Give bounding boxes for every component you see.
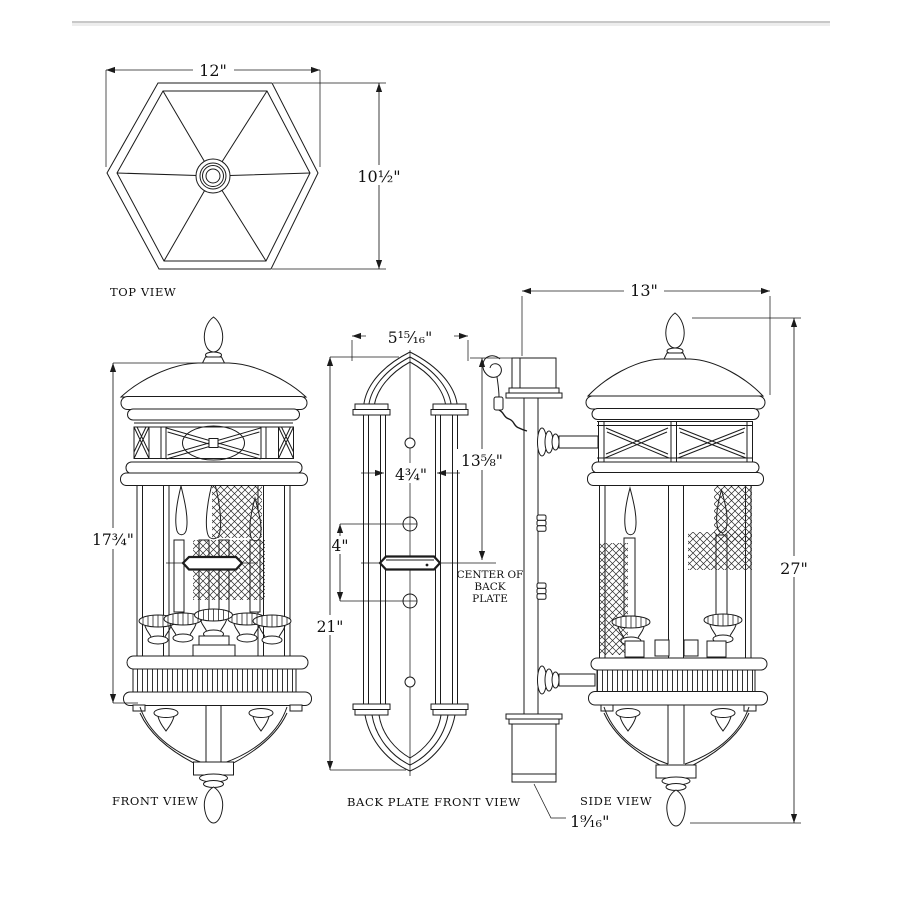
side-wall-plate <box>505 357 563 783</box>
note-line-2: BACK <box>474 581 505 593</box>
dim-overall-height-text: 27" <box>780 559 808 578</box>
note-center-of-back-plate: CENTER OF BACK PLATE <box>457 569 524 605</box>
mounting-arm-lower <box>537 665 596 695</box>
scroll-drop <box>248 708 274 732</box>
dim-backplate-inner-width-text: 4¾" <box>395 466 427 484</box>
dim-front-height: 17¾" <box>90 362 199 704</box>
candle-flame <box>624 486 637 536</box>
dim-backplate-width-text: 5¹⁵⁄₁₆" <box>388 329 432 347</box>
candle-socket <box>252 614 292 645</box>
dim-top-depth-text: 10½" <box>357 167 400 186</box>
cage-x-brace <box>677 427 747 459</box>
base-band <box>126 655 309 670</box>
dim-side-width-text: 13" <box>630 281 658 300</box>
mounting-bolt <box>536 582 547 600</box>
mounting-arm-upper <box>537 427 599 457</box>
front-view <box>119 316 312 824</box>
scroll-drop <box>615 708 641 732</box>
bottom-finial <box>193 761 234 824</box>
mid-band <box>125 461 303 474</box>
finial-ring-inner <box>202 165 224 187</box>
lattice-x-post <box>278 426 294 459</box>
dim-side-width: 13" <box>521 280 771 395</box>
lattice-x-post <box>133 426 150 459</box>
lattice-glass <box>688 532 752 570</box>
front-cage-section <box>133 422 294 463</box>
mounting-hole <box>404 676 416 688</box>
scroll-drop <box>710 708 736 732</box>
candle-socket-center <box>194 608 233 639</box>
front-scroll-bottom <box>132 704 303 824</box>
side-cage-section <box>597 421 753 463</box>
dim-top-depth: 10½" <box>272 82 403 270</box>
dim-backplate-hole-spacing-text: 4" <box>332 537 349 555</box>
finial-ring-outer <box>195 158 231 194</box>
note-line-1: CENTER OF <box>457 569 524 581</box>
front-roof <box>119 362 308 398</box>
roof-spokes <box>116 90 311 262</box>
note-line-3: PLATE <box>472 593 508 605</box>
side-roof <box>586 358 765 397</box>
side-glass-section <box>599 485 752 659</box>
lattice-glass <box>212 486 262 538</box>
ribbed-band <box>132 668 297 693</box>
roof-rim-band <box>127 408 300 421</box>
top-divider-line <box>72 21 830 23</box>
bottom-finial <box>655 764 697 827</box>
dim-backplate-depth: 1⁹⁄₁₆" <box>533 783 609 831</box>
dim-top-width: 12" <box>105 61 321 167</box>
mid-band <box>591 461 760 474</box>
base-band <box>588 691 768 706</box>
dim-top-width-text: 12" <box>199 61 227 80</box>
side-view <box>482 312 768 827</box>
dim-backplate-hole-spacing: 4" <box>329 523 417 602</box>
top-divider-shadow <box>72 23 830 26</box>
scroll-drop <box>153 708 179 732</box>
base-band <box>590 657 768 671</box>
top-finial <box>663 312 687 360</box>
hexagon-roof-outer <box>106 82 319 270</box>
mid-band <box>587 472 764 486</box>
dim-backplate-height: 21" <box>313 356 406 771</box>
label-top-view: TOP VIEW <box>110 285 176 299</box>
finial-ring-center <box>205 168 221 184</box>
roof-rim-band <box>120 396 308 410</box>
dim-overall-height: 27" <box>690 317 814 824</box>
side-scroll-bottom <box>600 704 757 827</box>
dim-backplate-inner-width: 4¾" <box>361 463 460 484</box>
mounting-bolt <box>536 514 547 532</box>
roof-rim-band <box>591 408 760 420</box>
chain <box>498 409 528 432</box>
label-front-view: FRONT VIEW <box>112 794 199 808</box>
ribbed-band <box>596 669 756 693</box>
label-side-view: SIDE VIEW <box>580 794 652 808</box>
dim-backplate-width: 5¹⁵⁄₁₆" <box>351 324 469 361</box>
mounting-crossbar-front <box>181 555 244 571</box>
dim-backplate-height-text: 21" <box>317 618 344 636</box>
candle-socket <box>703 613 743 644</box>
backplate-view <box>352 350 496 776</box>
base-band <box>123 691 312 706</box>
front-glass-section <box>136 477 292 658</box>
candle-flame <box>175 485 188 536</box>
dim-front-height-text: 17¾" <box>92 531 134 549</box>
cage-x-brace <box>604 427 670 459</box>
dim-backplate-depth-text: 1⁹⁄₁₆" <box>570 812 609 831</box>
mounting-crossbar <box>378 555 442 571</box>
roof-rim-band <box>585 395 766 410</box>
mounting-hole <box>404 437 416 449</box>
top-finial <box>202 316 225 364</box>
dim-center-height-text: 13⅝" <box>461 452 503 470</box>
mid-band <box>120 472 308 486</box>
label-backplate-view: BACK PLATE FRONT VIEW <box>347 795 521 809</box>
finial-ring-mid <box>199 162 227 190</box>
top-view <box>106 82 319 270</box>
dim-center-height: 13⅝" <box>457 357 524 560</box>
hanging-hook <box>482 355 528 432</box>
